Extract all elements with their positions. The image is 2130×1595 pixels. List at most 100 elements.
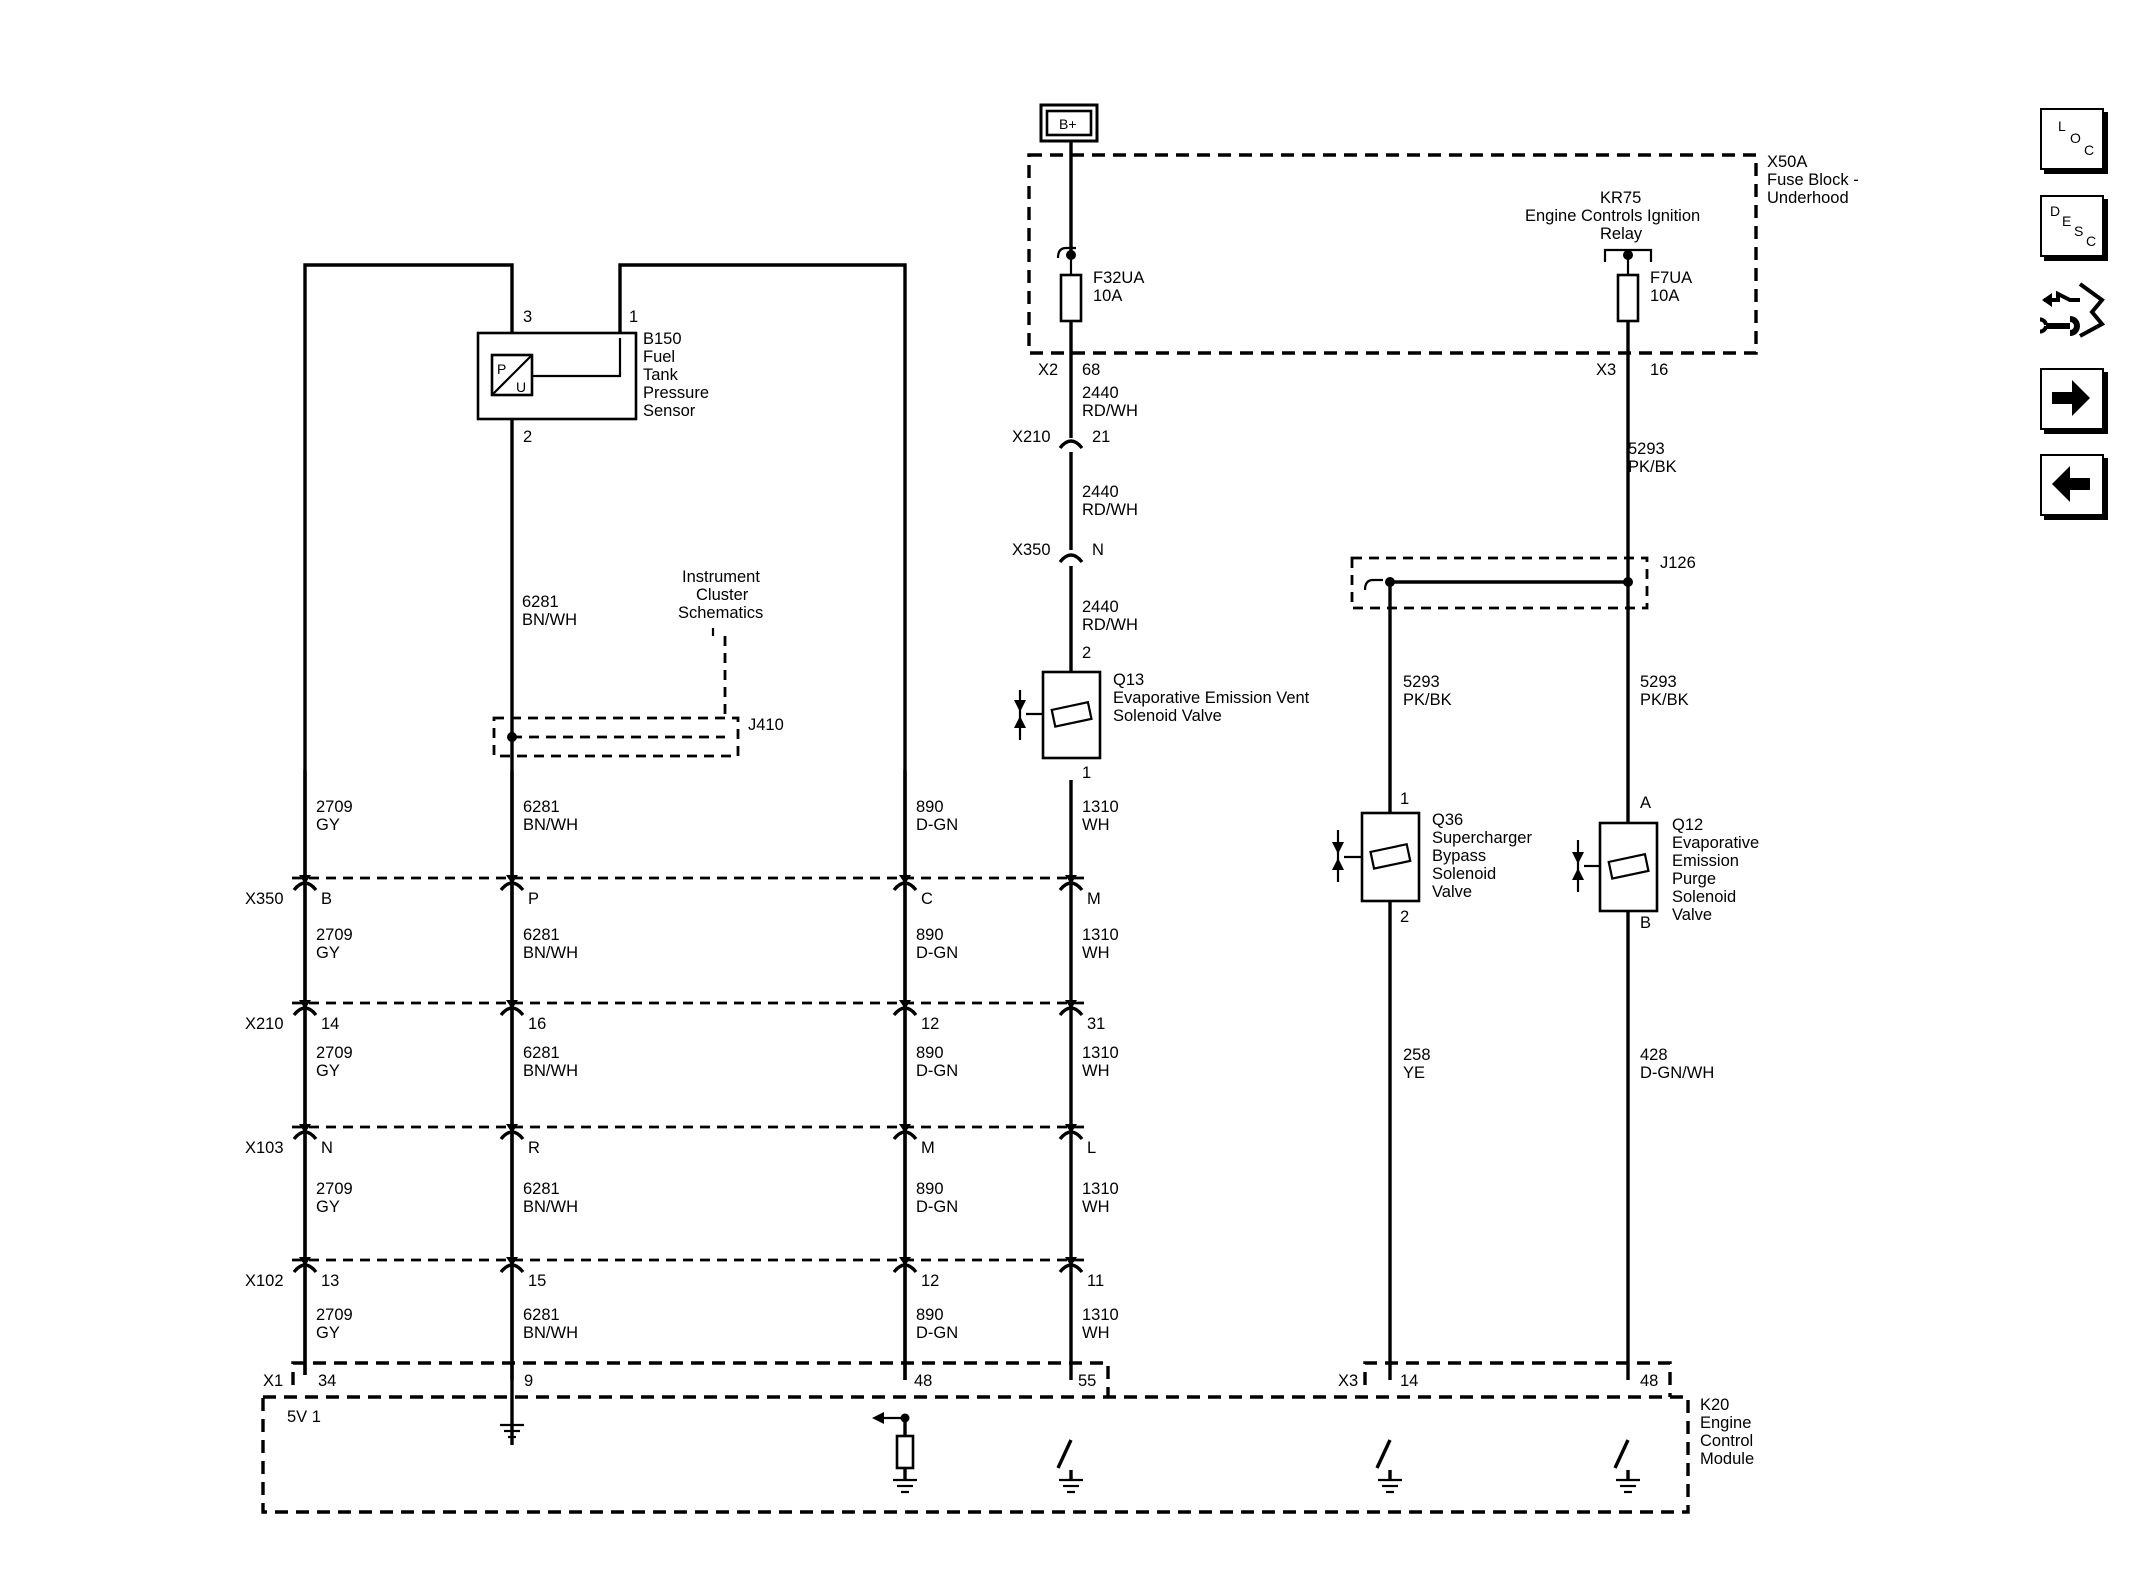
q36-out-k7: YE — [1403, 1064, 1425, 1082]
wire-3-label-0-circuit: 1310 — [1082, 798, 1119, 816]
q36-line1: Supercharger — [1432, 829, 1532, 847]
q36-pin-bottom: 2 — [1400, 908, 1409, 926]
wire-3-label-2-color: WH — [1082, 1062, 1110, 1080]
sensor-pin-1: 1 — [629, 308, 638, 326]
wire-1-label-0-color: BN/WH — [523, 816, 578, 834]
wire-0-label-2-color: GY — [316, 1062, 340, 1080]
sensor-symbol-p: P — [497, 361, 506, 377]
wire-2-label-0-color: D-GN — [916, 816, 958, 834]
ecm-pin-55: 55 — [1078, 1372, 1096, 1390]
q13-feed-x350: X350 — [1012, 541, 1051, 559]
wire-0-label-2-circuit: 2709 — [316, 1044, 353, 1062]
connector-pin-label-0-3: M — [1087, 890, 1101, 908]
q12-pin-top: A — [1640, 794, 1651, 812]
fuse-f7ua — [1616, 273, 1640, 323]
low-side-switch-2 — [1613, 1439, 1630, 1469]
wire-0-label-0-color: GY — [316, 816, 340, 834]
loc-letter-o: O — [2070, 130, 2081, 146]
power-b-plus: B+ — [1059, 116, 1077, 132]
q36-feed-k5: PK/BK — [1403, 691, 1452, 709]
q13-pin-top: 2 — [1082, 644, 1091, 662]
q36-pin-top: 1 — [1400, 790, 1409, 808]
sensor-name-line1: Fuel — [643, 348, 675, 366]
desc-letter-d: D — [2050, 203, 2061, 219]
connector-pin-label-3-1: 15 — [528, 1272, 546, 1290]
q36-id: Q36 — [1432, 811, 1463, 829]
sensor-symbol-u: U — [516, 379, 526, 395]
inline-harness: 2709GY2709GY2709GY2709GY2709GY6281BN/WH6… — [245, 770, 1119, 1380]
fuse2-rating: 10A — [1650, 287, 1679, 305]
q36-line4: Valve — [1432, 883, 1472, 901]
q12-feed-k6: PK/BK — [1640, 691, 1689, 709]
wire-0-label-0-circuit: 2709 — [316, 798, 353, 816]
wire-2-label-4-color: D-GN — [916, 1324, 958, 1342]
q13-line1: Evaporative Emission Vent — [1113, 689, 1310, 707]
fuse-block-x50a — [1027, 153, 1758, 355]
ecm-pin-48-x3: 48 — [1640, 1372, 1658, 1390]
j126-feed-k4: PK/BK — [1628, 458, 1677, 476]
q13-feed-k3: RD/WH — [1082, 616, 1138, 634]
wire-2-label-1-circuit: 890 — [916, 926, 944, 944]
wire-3-label-4-color: WH — [1082, 1324, 1110, 1342]
desc-button[interactable]: D E S C — [2040, 195, 2104, 257]
ecm-k20: X1 X3 34 9 48 55 14 48 5V 1 K20 Engine C… — [261, 1361, 1754, 1514]
ecm-line3: Module — [1700, 1450, 1754, 1468]
q13-feed-c2: 2440 — [1082, 483, 1119, 501]
q13-feed-x210-pin: 21 — [1092, 428, 1110, 446]
sensor-name-line4: Sensor — [643, 402, 696, 420]
fuse-f32ua — [1059, 273, 1083, 323]
desc-letter-c: C — [2086, 233, 2097, 249]
q12-id: Q12 — [1672, 816, 1703, 834]
connector-pin-label-2-3: L — [1087, 1139, 1096, 1157]
splice-j126-label: J126 — [1660, 554, 1696, 572]
sensor-pin-2: 2 — [523, 428, 532, 446]
wire-0-label-3-circuit: 2709 — [316, 1180, 353, 1198]
connector-pin-label-0-2: C — [921, 890, 933, 908]
connector-pin-label-1-3: 31 — [1087, 1015, 1105, 1033]
ecm-outline — [261, 1395, 1690, 1514]
wire-0-label-1-circuit: 2709 — [316, 926, 353, 944]
connector-pin-label-3-3: 11 — [1087, 1272, 1104, 1290]
arrow-left-icon — [2052, 466, 2090, 502]
fuse-conn-x3: X3 — [1596, 361, 1616, 379]
connector-pin-label-3-2: 12 — [921, 1272, 939, 1290]
connector-pin-label-0-0: B — [321, 890, 332, 908]
wire-1-label-3-circuit: 6281 — [523, 1180, 560, 1198]
q12-line3: Purge — [1672, 870, 1716, 888]
loc-letter-c: C — [2084, 142, 2095, 158]
connector-pin-label-2-2: M — [921, 1139, 935, 1157]
purge-bypass-section: 5293 PK/BK J126 5293 PK/BK 5293 PK/BK 1 … — [1332, 440, 1759, 1380]
wire-1-label-0-circuit: 6281 — [523, 798, 560, 816]
q36-out-c7: 258 — [1403, 1046, 1431, 1064]
q36-line2: Bypass — [1432, 847, 1486, 865]
connector-name-X103: X103 — [245, 1139, 284, 1157]
prev-page-button[interactable] — [2040, 454, 2104, 516]
loc-button[interactable]: L O C — [2040, 108, 2104, 170]
cluster-ref-line1: Instrument — [682, 568, 760, 586]
wire-3-label-0-color: WH — [1082, 816, 1110, 834]
next-page-button[interactable] — [2040, 368, 2104, 430]
wire-2-label-3-color: D-GN — [916, 1198, 958, 1216]
connector-pin-label-1-1: 16 — [528, 1015, 546, 1033]
wire-1-label-4-circuit: 6281 — [523, 1306, 560, 1324]
fuse-pin-68: 68 — [1082, 361, 1100, 379]
sensor-name-line2: Tank — [643, 366, 679, 384]
q13-id: Q13 — [1113, 671, 1144, 689]
fuse-conn-x2: X2 — [1038, 361, 1058, 379]
bn-top-color: BN/WH — [522, 611, 577, 629]
desc-letter-s: S — [2074, 223, 2084, 239]
q12-feed-c6: 5293 — [1640, 673, 1677, 691]
q12-pin-bottom: B — [1640, 914, 1651, 932]
desc-letter-e: E — [2062, 213, 2072, 229]
q12-out-k8: D-GN/WH — [1640, 1064, 1714, 1082]
wire-2-label-3-circuit: 890 — [916, 1180, 944, 1198]
wire-1-label-2-circuit: 6281 — [523, 1044, 560, 1062]
q13-pin-bottom: 1 — [1082, 764, 1091, 782]
wrench-connector-button[interactable] — [2032, 276, 2108, 344]
wire-2-label-4-circuit: 890 — [916, 1306, 944, 1324]
wire-3-label-4-circuit: 1310 — [1082, 1306, 1119, 1324]
connector-pin-label-0-1: P — [528, 890, 539, 908]
q13-feed: 2440 RD/WH X210 21 2440 RD/WH X350 N 244… — [1012, 384, 1310, 782]
q13-feed-c1: 2440 — [1082, 384, 1119, 402]
